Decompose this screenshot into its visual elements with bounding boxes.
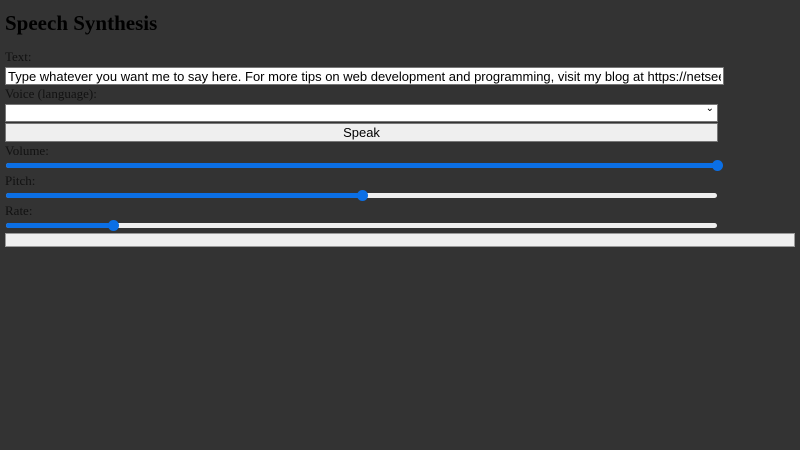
rate-label: Rate:: [5, 203, 33, 218]
volume-slider-thumb[interactable]: [712, 160, 723, 171]
rate-slider-fill: [6, 223, 113, 228]
chevron-down-icon: ⌄: [705, 103, 714, 114]
pitch-slider[interactable]: [6, 190, 717, 201]
voice-label: Voice (language):: [5, 86, 97, 101]
speak-button[interactable]: Speak: [5, 123, 718, 142]
volume-slider-fill: [6, 163, 717, 168]
rate-slider[interactable]: [6, 220, 717, 231]
rate-slider-thumb[interactable]: [107, 220, 119, 231]
pitch-slider-thumb[interactable]: [356, 190, 368, 201]
page-title: Speech Synthesis: [5, 11, 158, 35]
volume-label: Volume:: [5, 143, 49, 158]
pitch-slider-fill: [6, 193, 362, 198]
pitch-label: Pitch:: [5, 173, 36, 188]
text-label: Text:: [5, 49, 32, 64]
volume-slider[interactable]: [6, 160, 723, 171]
text-input[interactable]: [5, 67, 724, 85]
voice-select[interactable]: ⌄: [5, 103, 718, 122]
output-area: [5, 233, 795, 247]
